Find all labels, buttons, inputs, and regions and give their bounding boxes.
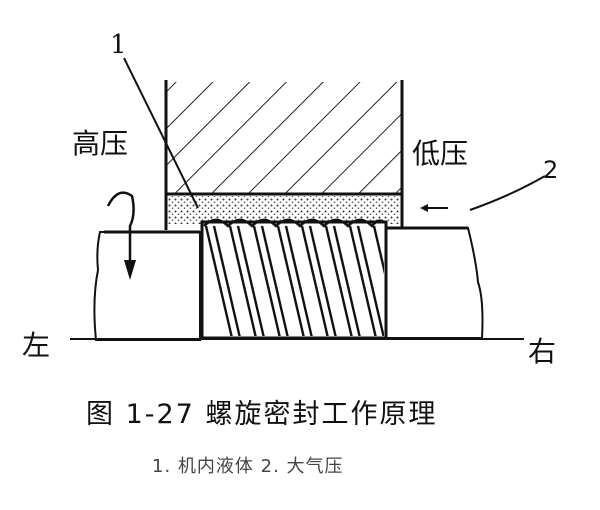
left-block <box>93 230 201 341</box>
housing <box>164 80 404 230</box>
figure-legend: 1. 机内液体 2. 大气压 <box>152 456 344 477</box>
callout-1-label: 1 <box>110 30 127 60</box>
callout-2-label: 2 <box>543 156 559 184</box>
liquid-film <box>168 196 400 226</box>
leader-line-1 <box>123 57 199 209</box>
left-label: 左 <box>22 329 51 362</box>
pressure-arrow-icon <box>420 204 448 212</box>
leader-line-2 <box>469 175 546 211</box>
figure-caption: 图 1-27 螺旋密封工作原理 <box>86 399 438 430</box>
high-pressure-label: 高压 <box>72 127 129 160</box>
right-block <box>385 226 484 339</box>
screw-thread <box>200 218 388 340</box>
rotation-arrow-icon <box>106 191 136 280</box>
low-pressure-label: 低压 <box>412 137 469 170</box>
right-label: 右 <box>528 335 557 368</box>
